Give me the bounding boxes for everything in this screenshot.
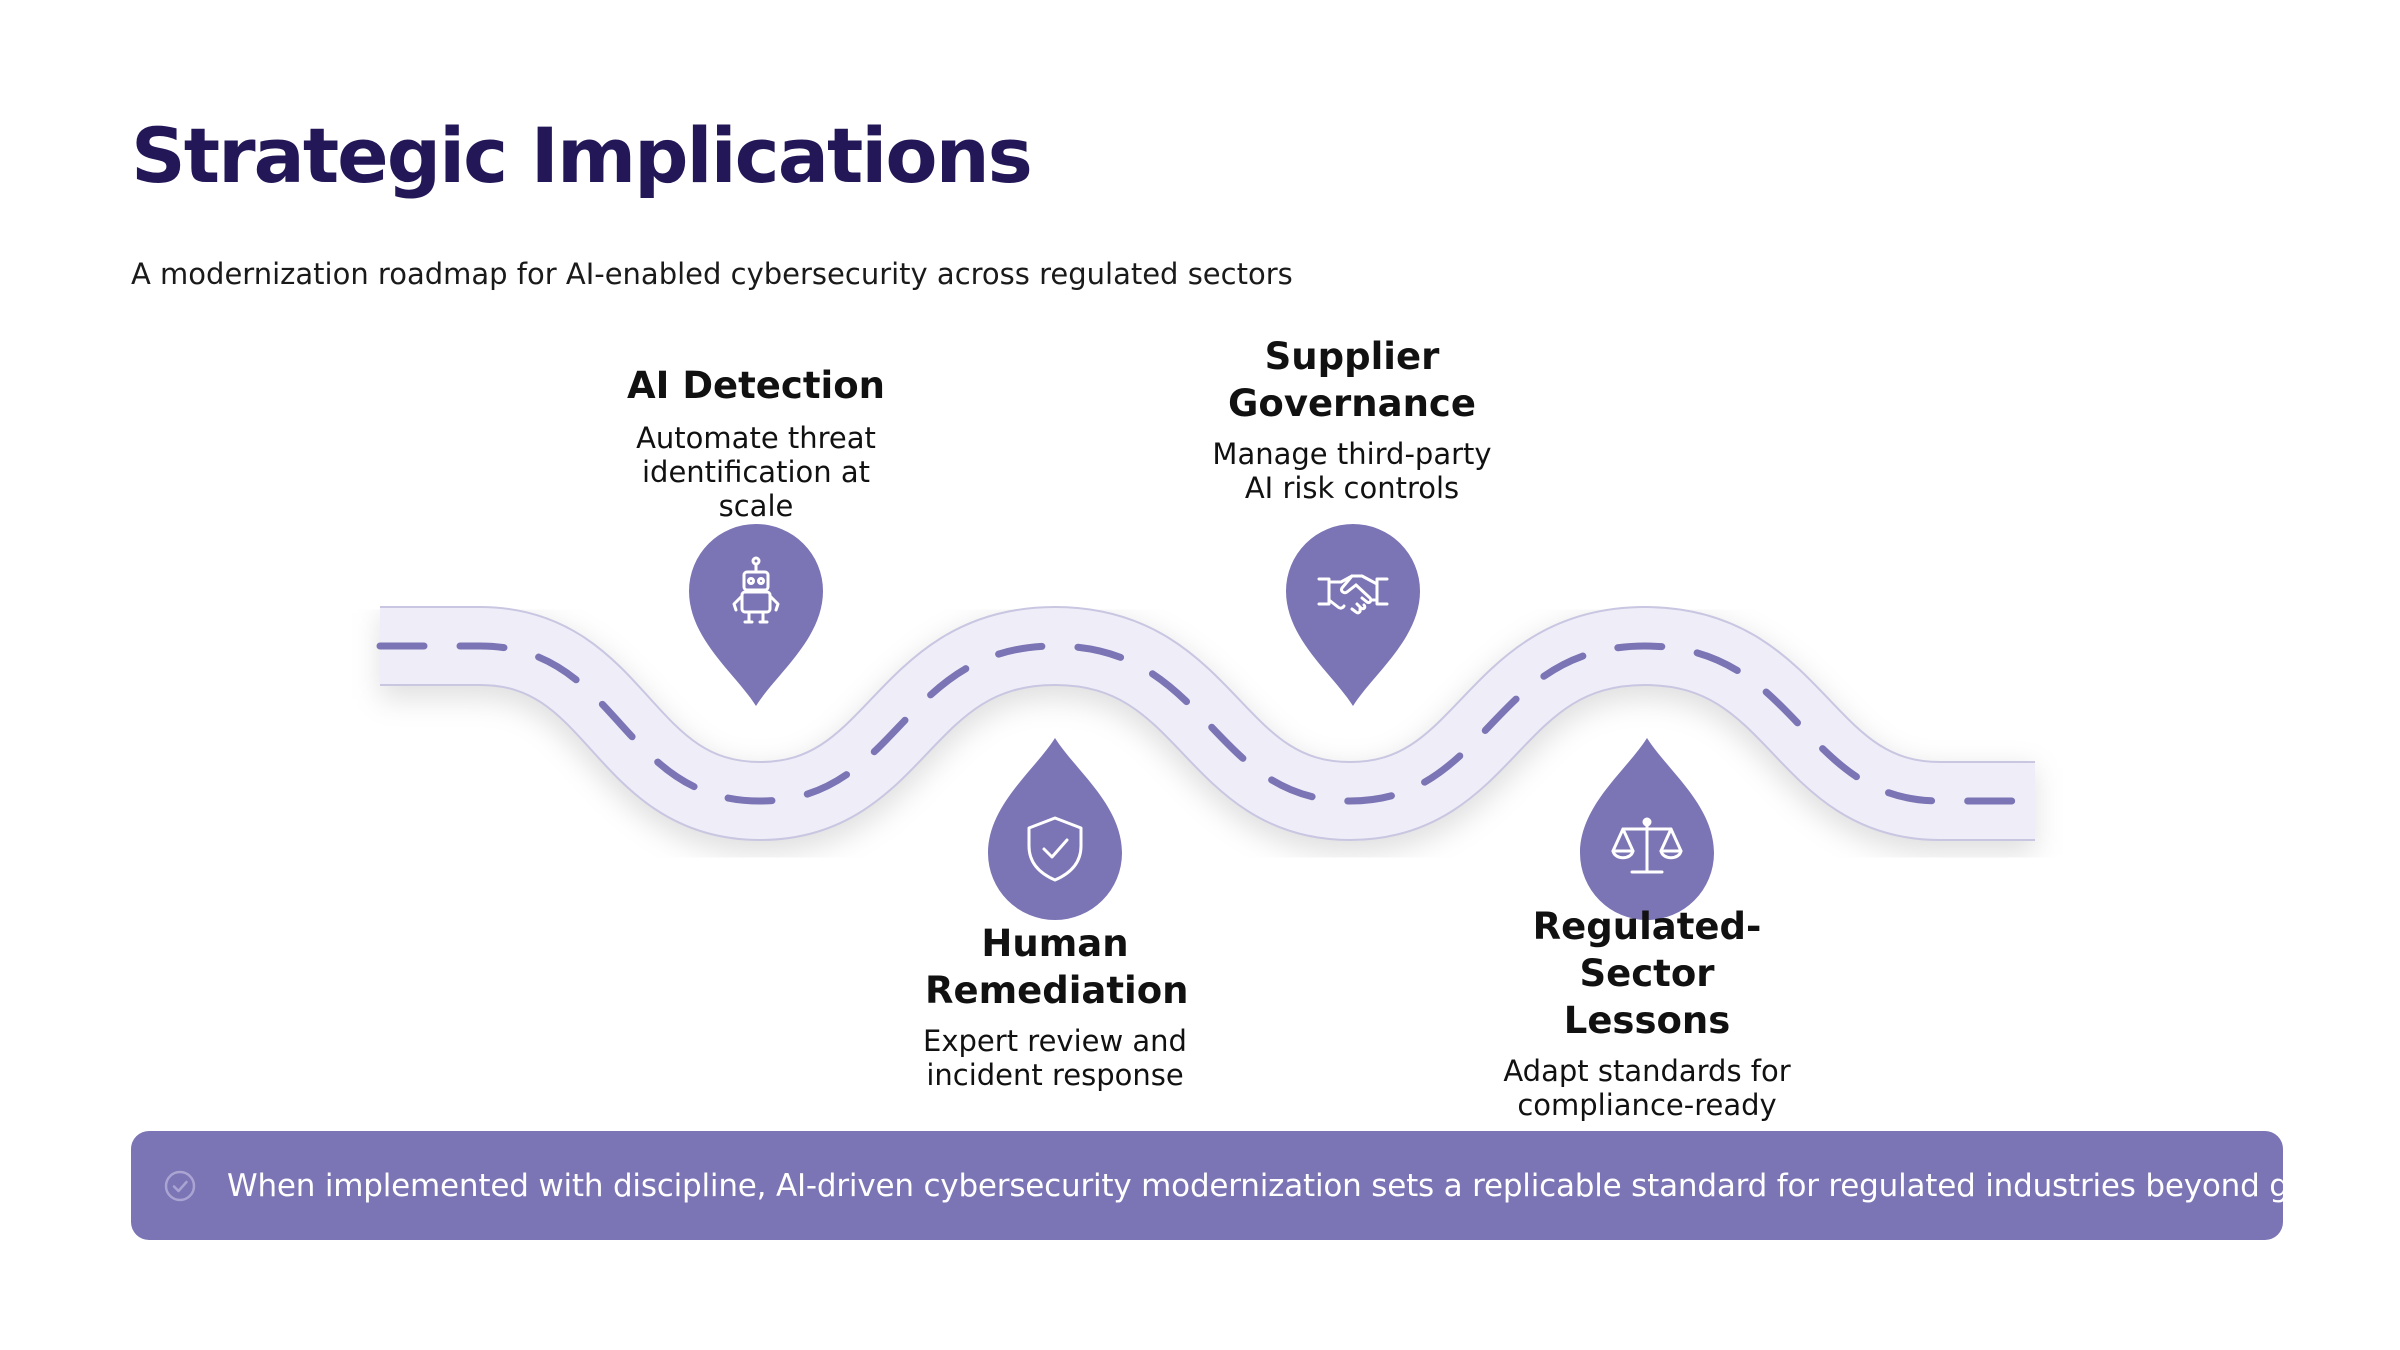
step-title: Human Remediation <box>925 922 1189 1012</box>
conclusion-banner: When implemented with discipline, AI-dri… <box>131 1131 2400 1240</box>
step-supplier-governance: Supplier Governance Manage third-party A… <box>1142 333 1562 505</box>
step-title: AI Detection <box>627 364 885 407</box>
step-description: Automate threat identification at scale <box>636 421 876 523</box>
robot-icon <box>732 556 780 624</box>
slide-title: Strategic Implications <box>131 111 1033 200</box>
step-description: Expert review and incident response <box>923 1024 1187 1092</box>
step-pin-regulated-sector-lessons <box>1580 738 1714 920</box>
scales-icon <box>1611 817 1683 874</box>
step-regulated-sector-lessons: Regulated-Sector Lessons Adapt standards… <box>1437 903 1857 1156</box>
step-description: Manage third-party AI risk controls <box>1212 437 1492 505</box>
shield-check-icon <box>1027 816 1083 882</box>
conclusion-text: When implemented with discipline, AI-dri… <box>227 1167 2400 1204</box>
step-title: Regulated-Sector Lessons <box>1532 905 1762 1042</box>
step-title: Supplier Governance <box>1228 335 1476 425</box>
handshake-icon <box>1317 574 1389 615</box>
check-circle-icon <box>164 1170 196 1201</box>
step-human-remediation: Human Remediation Expert review and inci… <box>845 920 1265 1092</box>
road-center-dashes <box>376 642 2039 805</box>
step-pin-ai-detection <box>689 524 823 706</box>
step-pin-supplier-governance <box>1286 524 1420 706</box>
slide-subtitle: A modernization roadmap for AI-enabled c… <box>131 257 1293 291</box>
step-ai-detection: AI Detection Automate threat identificat… <box>546 362 966 523</box>
step-pin-human-remediation <box>988 738 1122 920</box>
